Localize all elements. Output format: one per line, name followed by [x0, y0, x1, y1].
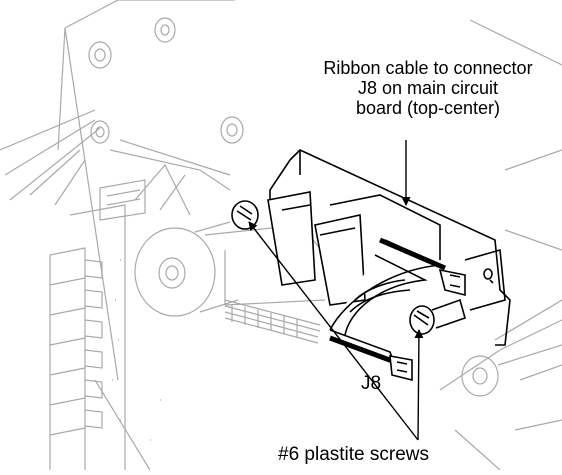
screw-leader-right: [414, 329, 424, 441]
callout-leaders: [248, 140, 424, 441]
connector-j8-label: J8: [361, 373, 382, 394]
screw-leader-left: [248, 221, 419, 441]
ribbon-cable-callout-line2: J8 on main circuit: [357, 78, 499, 99]
bracket-assembly: [231, 149, 511, 382]
screws-callout: #6 plastite screws: [278, 444, 430, 465]
ribbon-cable-callout: Ribbon cable to connector J8 on main cir…: [268, 58, 562, 118]
ribbon-cable-callout-line3: board (top-center): [355, 98, 501, 119]
ribbon-cable-callout-line1: Ribbon cable to connector: [323, 58, 533, 78]
